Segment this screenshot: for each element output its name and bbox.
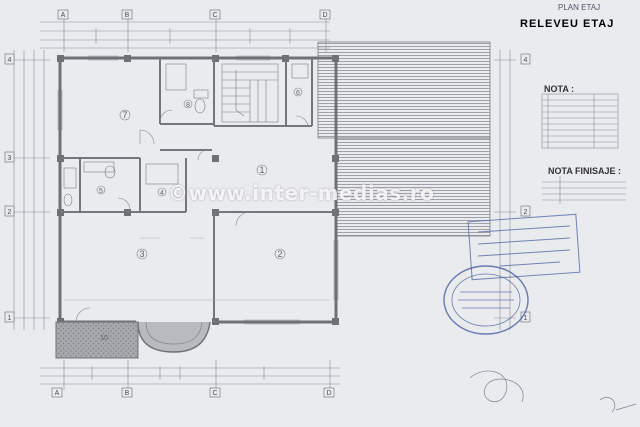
axis-label-bottom-b: B	[125, 390, 130, 397]
column-axis-markers	[51, 9, 335, 398]
axis-label-top-a: A	[61, 12, 66, 19]
guide-lines	[64, 237, 330, 301]
nota-heading: NOTA :	[544, 84, 574, 94]
bathroom-fixtures	[63, 63, 309, 207]
roof-area-lower	[335, 137, 491, 237]
axis-label-right-2: 2	[524, 209, 528, 216]
axis-label-right-4: 4	[524, 57, 528, 64]
approval-stamp-rectangular	[467, 213, 581, 281]
row-axis-markers	[4, 53, 531, 323]
plan-subtitle: PLAN ETAJ	[558, 3, 601, 12]
axis-label-top-d: D	[322, 12, 327, 19]
watermark: ©www.inter-medias.ro	[168, 181, 434, 205]
axis-label-bottom-c: C	[212, 390, 217, 397]
top-dimension-lines	[40, 16, 330, 52]
axis-label-bottom-d: D	[326, 390, 331, 397]
room-number-2: 2	[277, 249, 282, 259]
approval-stamp-round	[443, 265, 529, 335]
axis-label-right-1: 1	[524, 315, 528, 322]
bottom-dimension-lines	[40, 360, 340, 390]
interior-walls	[60, 58, 336, 322]
page-title: RELEVEU ETAJ	[520, 18, 615, 30]
room-number-8: 8	[186, 102, 190, 109]
right-dimension-lines	[494, 50, 516, 330]
room-number-4: 4	[160, 190, 164, 197]
nota-finisaje-box	[542, 176, 626, 204]
balcony	[55, 321, 211, 359]
axis-label-left-1: 1	[8, 315, 12, 322]
room-number-6: 6	[296, 90, 300, 97]
signature-scribble	[469, 370, 637, 413]
roof-area-upper	[317, 41, 491, 139]
axis-label-left-4: 4	[8, 57, 12, 64]
staircase	[221, 63, 279, 123]
windows	[57, 55, 339, 325]
room-number-10: 10	[100, 335, 108, 342]
room-number-1: 1	[259, 165, 264, 175]
room-number-3: 3	[139, 249, 144, 259]
axis-label-top-b: B	[125, 12, 130, 19]
watermark-text: www.inter-medias.ro	[188, 181, 435, 205]
left-dimension-lines	[8, 50, 50, 330]
copyright-symbol: ©	[168, 181, 189, 205]
room-number-5: 5	[99, 188, 103, 195]
door-swings	[75, 109, 309, 323]
nota-finisaje-heading: NOTA FINISAJE :	[548, 166, 622, 176]
axis-label-left-3: 3	[8, 155, 12, 162]
nota-legend-box	[541, 93, 619, 149]
axis-label-bottom-a: A	[55, 390, 60, 397]
axis-label-left-2: 2	[8, 209, 12, 216]
axis-label-top-c: C	[212, 12, 217, 19]
room-number-7: 7	[122, 110, 127, 120]
